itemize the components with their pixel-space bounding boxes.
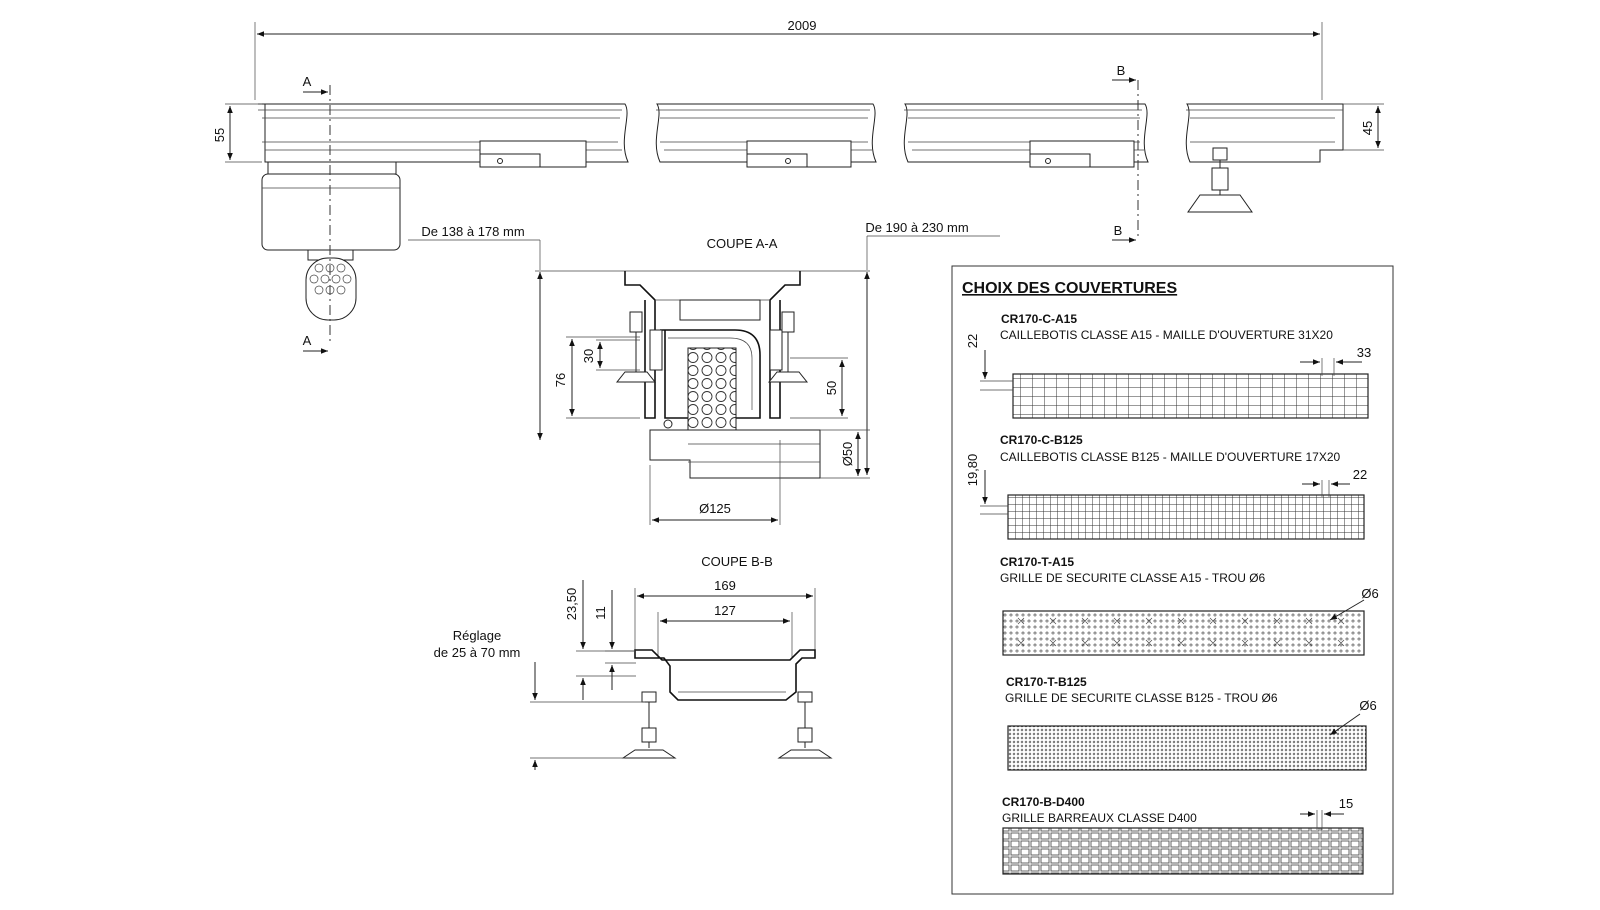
cover-desc-3: GRILLE DE SECURITE CLASSE A15 - TROU Ø6 — [1000, 571, 1266, 585]
dim-127: 127 — [714, 603, 736, 618]
covers-title: CHOIX DES COUVERTURES — [962, 280, 1177, 297]
section-a-top: A — [303, 74, 312, 89]
cover-item-2: CR170-C-B125 CAILLEBOTIS CLASSE B125 - M… — [965, 433, 1367, 540]
dim-2350: 23,50 — [564, 588, 579, 621]
cover-code-4: CR170-T-B125 — [1006, 675, 1087, 689]
dim-169: 169 — [714, 578, 736, 593]
coupe-aa-title: COUPE A-A — [707, 236, 778, 251]
coupe-bb: COUPE B-B 169 127 23,50 — [434, 554, 833, 770]
cover-top-4: Ø6 — [1359, 698, 1376, 713]
cover-code-2: CR170-C-B125 — [1000, 433, 1083, 447]
cover-side-2: 19,80 — [965, 454, 980, 487]
cover-item-3: CR170-T-A15 GRILLE DE SECURITE CLASSE A1… — [1000, 555, 1379, 656]
channel-elevation: 2009 — [212, 18, 1384, 354]
cover-top-1: 33 — [1357, 345, 1371, 360]
dim-d125: Ø125 — [699, 501, 731, 516]
section-a-bottom: A — [303, 333, 312, 348]
cover-top-5: 15 — [1339, 796, 1353, 811]
section-b-bottom: B — [1114, 223, 1123, 238]
reglage-line2: de 25 à 70 mm — [434, 645, 521, 660]
cover-item-4: CR170-T-B125 GRILLE DE SECURITE CLASSE B… — [1005, 675, 1377, 771]
cover-code-1: CR170-C-A15 — [1001, 312, 1077, 326]
range-right-label: De 190 à 230 mm — [865, 220, 968, 235]
covers-panel: CHOIX DES COUVERTURES CR170-C-A15 CAILLE… — [951, 265, 1394, 895]
cover-code-3: CR170-T-A15 — [1000, 555, 1074, 569]
cover-top-2: 22 — [1353, 467, 1367, 482]
dim-30: 30 — [581, 349, 596, 363]
cover-code-5: CR170-B-D400 — [1002, 795, 1085, 809]
cover-desc-4: GRILLE DE SECURITE CLASSE B125 - TROU Ø6 — [1005, 691, 1278, 705]
cover-desc-2: CAILLEBOTIS CLASSE B125 - MAILLE D'OUVER… — [1000, 450, 1341, 464]
reglage-line1: Réglage — [453, 628, 501, 643]
height-left-label: 55 — [212, 128, 227, 142]
cover-item-5: CR170-B-D400 GRILLE BARREAUX CLASSE D400… — [1002, 795, 1364, 875]
dim-d50: Ø50 — [840, 442, 855, 467]
overall-length-label: 2009 — [788, 18, 817, 33]
bb-foot-right — [777, 691, 833, 759]
aa-foot-left — [615, 311, 657, 383]
dim-76: 76 — [553, 373, 568, 387]
section-b-top: B — [1117, 63, 1126, 78]
bb-foot-left — [621, 691, 677, 759]
dim-11: 11 — [593, 606, 608, 620]
aa-foot-right — [767, 311, 809, 383]
height-right-label: 45 — [1360, 121, 1375, 135]
dim-50: 50 — [824, 381, 839, 395]
cover-desc-5: GRILLE BARREAUX CLASSE D400 — [1002, 811, 1197, 825]
cover-side-1: 22 — [965, 334, 980, 348]
outlet-strainer — [309, 263, 352, 295]
cover-top-3: Ø6 — [1361, 586, 1378, 601]
cover-item-1: CR170-C-A15 CAILLEBOTIS CLASSE A15 - MAI… — [965, 312, 1371, 419]
coupe-bb-title: COUPE B-B — [701, 554, 773, 569]
range-left-label: De 138 à 178 mm — [421, 224, 524, 239]
cover-desc-1: CAILLEBOTIS CLASSE A15 - MAILLE D'OUVERT… — [1000, 328, 1333, 342]
coupe-aa: COUPE A-A De 138 à 178 mm De 190 à 230 m… — [408, 220, 1000, 525]
